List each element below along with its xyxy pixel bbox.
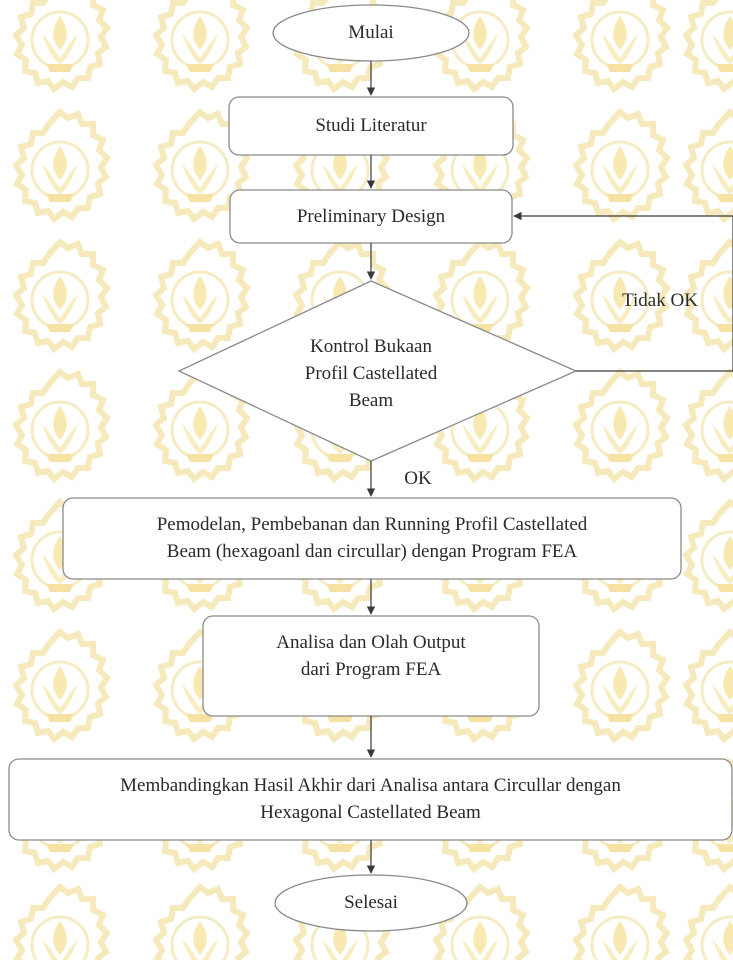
compare-label-line-1: Membandingkan Hasil Akhir dari Analisa a… <box>120 775 621 796</box>
compare-label-line-2: Hexagonal Castellated Beam <box>260 802 481 823</box>
modeling-label-line-1: Pemodelan, Pembebanan dan Running Profil… <box>156 514 588 535</box>
decision-label-line-1: Kontrol Bukaan <box>310 336 432 357</box>
modeling-label-line-2: Beam (hexagoanl dan circullar) dengan Pr… <box>166 541 578 562</box>
decision-label-line-2: Profil Castellated <box>304 363 438 384</box>
analysis-label-line-1: Analisa dan Olah Output <box>276 632 466 653</box>
decision-label-line-3: Beam <box>348 390 394 411</box>
no-edge-label: Tidak OK <box>622 290 698 311</box>
end-terminator <box>274 874 468 932</box>
arrow-decision-no-loop <box>513 211 733 372</box>
analysis-label: Analisa dan Olah Output dari Program FEA <box>203 629 539 683</box>
literature-label: Studi Literatur <box>315 115 427 136</box>
preliminary-label: Preliminary Design <box>296 206 446 227</box>
yes-edge-label: OK <box>404 468 432 489</box>
modeling-process-box <box>62 497 682 580</box>
decision-label: Kontrol Bukaan Profil Castellated Beam <box>271 333 471 414</box>
analysis-label-line-2: dari Program FEA <box>300 659 442 680</box>
modeling-label: Pemodelan, Pembebanan dan Running Profil… <box>63 511 681 565</box>
compare-label: Membandingkan Hasil Akhir dari Analisa a… <box>9 772 732 826</box>
start-label: Mulai <box>348 22 394 43</box>
end-label: Selesai <box>344 892 398 913</box>
